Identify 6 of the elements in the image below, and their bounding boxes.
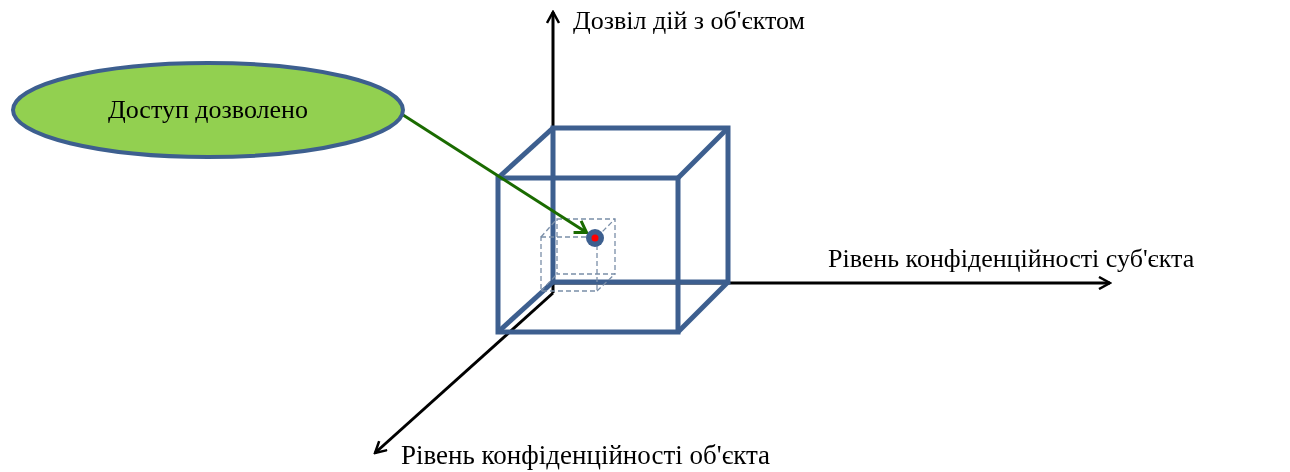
axis-label: Дозвіл дій з об'єктом: [573, 6, 805, 36]
axis-label: Рівень конфіденційності суб'єкта: [828, 244, 1195, 274]
node-text: Доступ дозволено: [107, 95, 308, 125]
circle-marker: [585, 228, 605, 248]
axis-label: Рівень конфіденційності об'єкта: [401, 440, 771, 471]
ellipse-node: [10, 60, 406, 160]
